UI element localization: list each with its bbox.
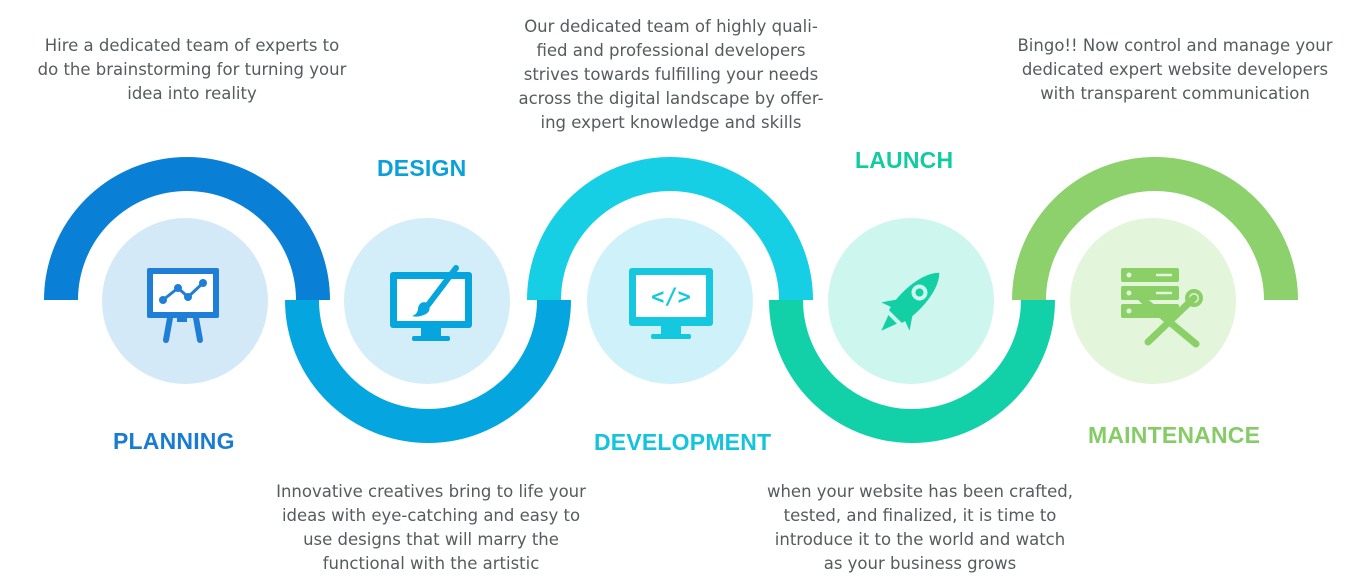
development-title: DEVELOPMENT [594,429,772,455]
planning-description: Hire a dedicated team of experts to do t… [37,36,347,103]
svg-text:</>: </> [651,285,691,310]
maintenance-arc [1012,157,1298,300]
development-arc [527,157,813,300]
design-arc [285,300,571,443]
server-tools-icon [1121,268,1203,348]
development-description: Our dedicated team of highly quali- fied… [518,17,824,132]
planning-title: PLANNING [113,428,235,454]
monitor-code-icon: </> [629,268,713,339]
maintenance-circle [1070,218,1236,384]
maintenance-title: MAINTENANCE [1088,422,1261,448]
launch-title: LAUNCH [855,147,954,173]
planning-arc [44,157,330,300]
monitor-paintbrush-icon [390,265,472,341]
maintenance-description: Bingo!! Now control and manage your dedi… [1017,36,1333,103]
design-description: Innovative creatives bring to life your … [276,482,586,573]
presentation-board-icon [147,268,219,343]
design-title: DESIGN [377,155,467,181]
launch-description: when your website has been crafted, test… [766,482,1074,573]
launch-arc [769,300,1055,443]
rocket-icon [881,272,940,331]
